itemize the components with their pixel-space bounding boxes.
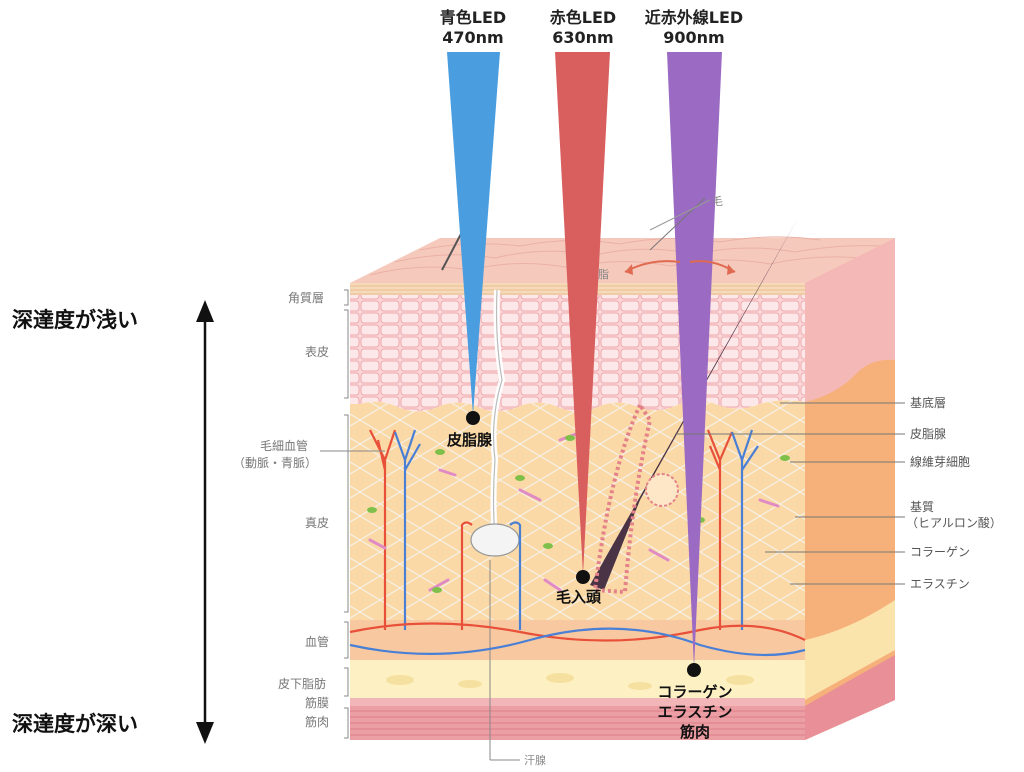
led-label-red: 赤色LED 630nm [513,8,653,48]
fascia [350,698,805,706]
label-capillary-sub: （動脈・青脈） [233,456,318,470]
label-fascia: 筋膜 [305,696,330,710]
beam-red [555,52,610,575]
led-wavelength-red: 630nm [552,28,614,47]
label-basal-layer: 基底層 [910,396,947,410]
label-sweat-gland: 汗腺 [524,754,546,767]
right-leaders [649,197,905,585]
side-epidermis [805,238,895,402]
target-muscle: 筋肉 [679,723,710,741]
fat-cells [386,673,754,690]
led-wavelength-blue: 470nm [442,28,504,47]
led-label-blue: 青色LED 470nm [403,8,543,48]
hair-left [441,231,463,271]
led-name-nir: 近赤外線LED [644,8,744,27]
target-dot-red [576,570,590,584]
label-blood-vessel: 血管 [305,635,330,649]
label-epidermis: 表皮 [305,345,330,359]
side-fat [805,600,895,700]
target-elastin: エラスチン [657,703,733,721]
target-collagen: コラーゲン [657,683,733,701]
pore-arrow-head-r [727,264,735,275]
label-muscle: 筋肉 [305,715,330,729]
depth-shallow-label: 深達度が浅い [12,308,138,332]
sweat-gland-duct-outline [492,289,503,541]
led-name-blue: 青色LED [439,8,507,27]
target-dot-nir [687,663,701,677]
sebaceous-gland-shape [645,473,679,507]
skin-top-surface [350,238,895,283]
hair-leader [649,199,711,231]
side-muscle [805,655,895,740]
beam-nir [667,52,722,668]
led-name-red: 赤色LED [549,8,617,27]
label-matrix: 基質 [910,500,935,514]
led-wavelength-nir: 900nm [663,28,725,47]
label-elastin: エラスチン [910,577,970,591]
pore-arrow-head-l [625,264,633,275]
muscle-layer [350,706,805,740]
capillaries [349,429,806,657]
label-fibroblast: 線維芽細胞 [910,455,971,469]
label-hair: 毛 [712,195,723,208]
label-dermis: 真皮 [305,516,330,530]
depth-arrow-down [196,722,214,744]
label-sebaceous-gland: 皮脂腺 [910,427,947,441]
depth-deep-label: 深達度が深い [12,712,138,736]
beam-blue [447,52,500,415]
layer-brackets [320,289,385,739]
target-label-nir: コラーゲン エラスチン 筋肉 [649,682,741,742]
label-capillary: 毛細血管 [260,439,309,453]
label-stratum-corneum: 角質層 [288,291,325,305]
hair-shaft [590,218,798,590]
target-label-red: 毛入頭 [556,588,602,606]
sweat-gland-coil [470,523,520,557]
label-pore: 脂 [598,268,609,281]
depth-arrow-up [196,300,214,322]
target-label-blue: 皮脂腺 [447,431,493,449]
label-subcutaneous-fat: 皮下脂肪 [278,677,327,691]
fibers [368,432,780,592]
led-label-nir: 近赤外線LED 900nm [624,8,764,48]
target-dot-blue [466,411,480,425]
label-collagen: コラーゲン [910,545,971,559]
label-matrix-sub: （ヒアルロン酸） [906,516,1002,530]
